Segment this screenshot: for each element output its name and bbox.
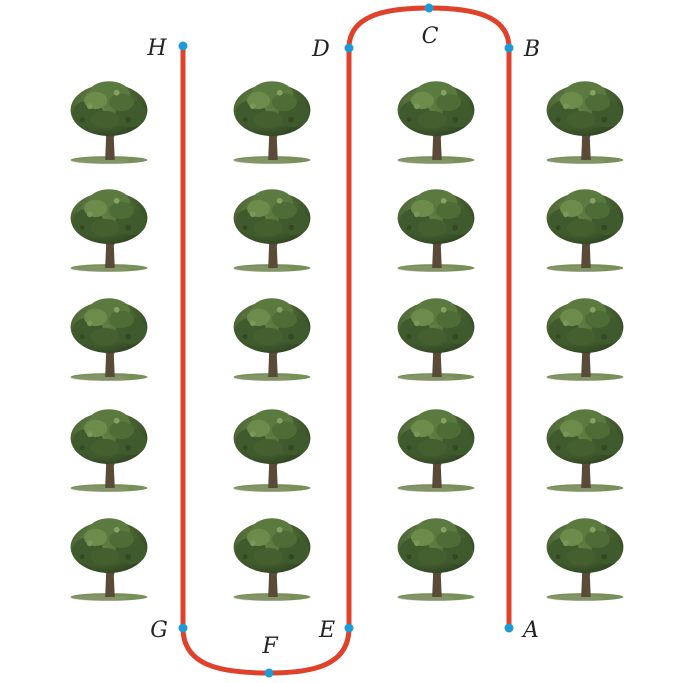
point-h-marker [178, 41, 188, 51]
point-h-label: H [146, 36, 167, 61]
tree-icon [397, 518, 475, 601]
tree-icon [546, 298, 624, 381]
tree-icon [397, 298, 475, 381]
tree-icon [70, 189, 148, 272]
tree-icon [233, 518, 311, 601]
tree-icon [70, 409, 148, 492]
tree-icon [233, 81, 311, 164]
point-a-label: A [521, 618, 539, 643]
tree-icon [397, 189, 475, 272]
point-labels: A B C D E F G H [146, 24, 540, 659]
point-c-label: C [422, 24, 439, 49]
tree-icon [233, 409, 311, 492]
tree-icon [70, 518, 148, 601]
route-points [178, 3, 514, 678]
point-f-marker [264, 668, 274, 678]
tree-icon [70, 81, 148, 164]
point-d-marker [344, 43, 354, 53]
point-a-marker [504, 623, 514, 633]
point-b-marker [504, 43, 514, 53]
point-c-marker [424, 3, 434, 13]
point-b-label: B [523, 37, 540, 62]
point-d-label: D [311, 37, 330, 62]
tree-icon [397, 81, 475, 164]
point-e-label: E [318, 618, 335, 643]
point-g-marker [178, 623, 188, 633]
tree-icon [546, 409, 624, 492]
tree-icon [546, 189, 624, 272]
tree-icon [233, 189, 311, 272]
point-g-label: G [150, 618, 168, 643]
tree-icon [546, 81, 624, 164]
tree-icon [397, 409, 475, 492]
tree-icon [233, 298, 311, 381]
tree-icon [546, 518, 624, 601]
tree-icon [70, 298, 148, 381]
point-f-label: F [261, 634, 278, 659]
point-e-marker [344, 623, 354, 633]
